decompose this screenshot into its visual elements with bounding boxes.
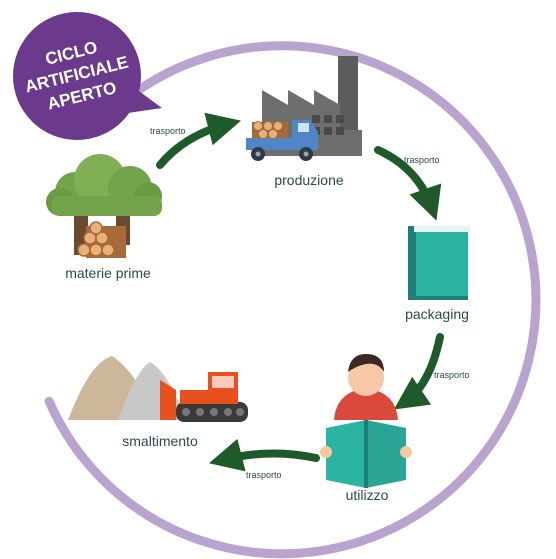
title-badge: CICLO ARTIFICIALE APERTO bbox=[13, 12, 162, 140]
stage-label-utilizzo: utilizzo bbox=[346, 487, 389, 503]
cycle-ring bbox=[44, 41, 541, 559]
arrow-utilizzo-to-smaltimento bbox=[208, 438, 320, 472]
stage-label-smaltimento: smaltimento bbox=[122, 433, 198, 449]
stage-label-produzione: produzione bbox=[274, 172, 343, 188]
arrow-materie-to-produzione bbox=[156, 112, 242, 169]
transport-label-4: trasporto bbox=[246, 470, 282, 480]
book-icon bbox=[408, 226, 470, 300]
transport-label-2: trasporto bbox=[404, 155, 440, 165]
logs-icon bbox=[77, 221, 126, 258]
truck-icon bbox=[246, 120, 318, 161]
stage-label-materie-prime: materie prime bbox=[65, 265, 151, 281]
transport-label-1: trasporto bbox=[150, 126, 186, 136]
bulldozer-icon bbox=[160, 372, 248, 422]
arrow-packaging-to-utilizzo bbox=[393, 333, 444, 410]
transport-label-3: trasporto bbox=[434, 370, 470, 380]
arrow-produzione-to-packaging bbox=[374, 146, 442, 221]
stage-label-packaging: packaging bbox=[405, 306, 469, 322]
reader-icon bbox=[320, 354, 412, 488]
